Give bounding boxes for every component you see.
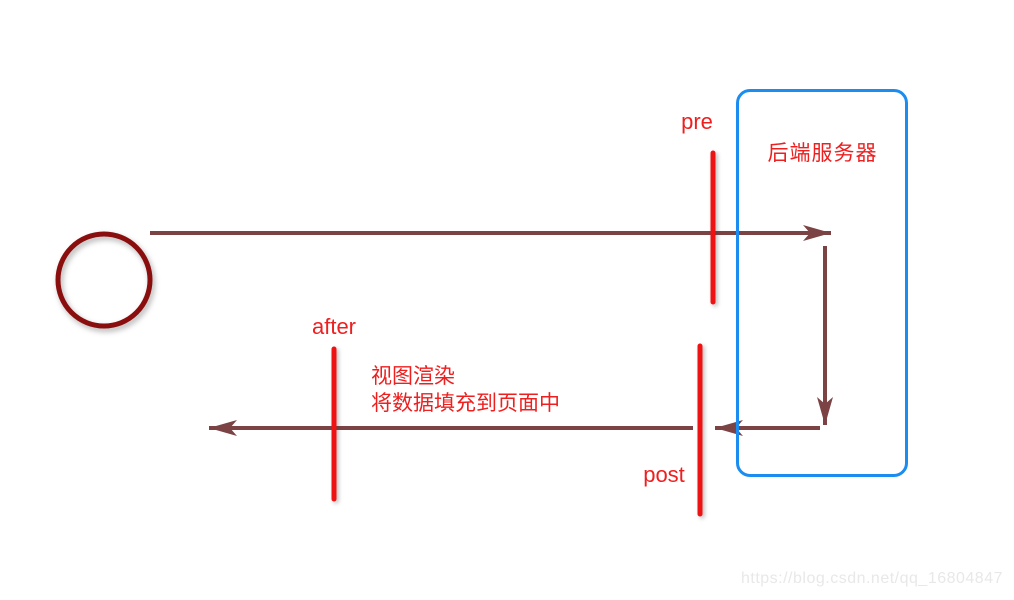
view-render-annotation: 视图渲染 将数据填充到页面中 bbox=[371, 363, 560, 417]
pre-interceptor-label: pre bbox=[681, 109, 713, 134]
view-render-annotation-line2: 将数据填充到页面中 bbox=[371, 392, 560, 415]
backend-server-box bbox=[736, 89, 908, 477]
after-interceptor-label: after bbox=[311, 314, 357, 339]
backend-server-label: 后端服务器 bbox=[767, 142, 878, 165]
actor-circle bbox=[55, 231, 153, 329]
view-render-annotation-line1: 视图渲染 bbox=[371, 365, 455, 388]
watermark-url: https://blog.csdn.net/qq_16804847 bbox=[740, 570, 1003, 587]
post-interceptor-label: post bbox=[643, 462, 685, 487]
